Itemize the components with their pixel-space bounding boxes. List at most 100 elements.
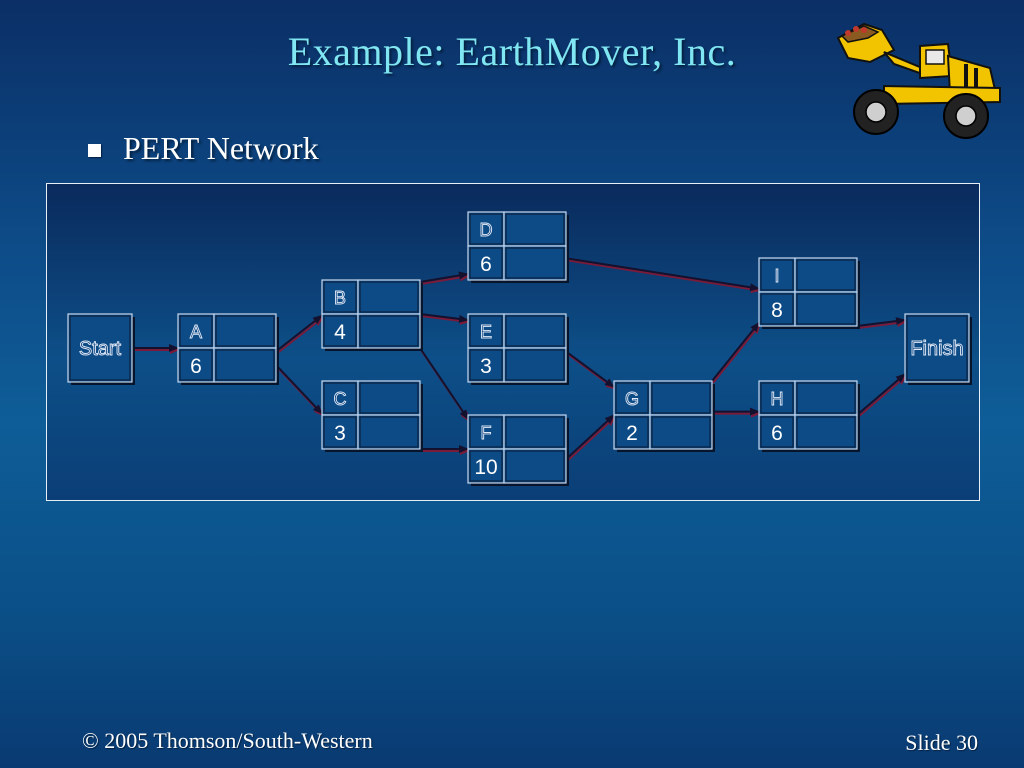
activity-f-bottom-right-cell-inner (505, 450, 565, 482)
activity-g-top-right-cell (649, 380, 713, 416)
edge-h-finish (856, 373, 906, 416)
edge-e-g (565, 350, 615, 388)
activity-g-label: G (625, 389, 639, 409)
activity-e-bottom-right-cell (503, 347, 567, 383)
activity-g-duration: 2 (626, 422, 638, 445)
node-start-label: Start (79, 338, 122, 360)
activity-f-top-right-cell (503, 414, 567, 450)
edge-f-g-shadow (566, 416, 616, 462)
activity-g-label-cell-inner (615, 382, 649, 414)
activity-i-duration-cell (758, 291, 796, 327)
activity-b-bottom-right-cell-inner (359, 315, 419, 347)
activity-node-i: I8 (758, 257, 860, 329)
activity-b-top-right-cell (357, 279, 421, 315)
bullet-item: PERT Network (88, 130, 319, 167)
activity-d-label: D (480, 220, 493, 240)
activity-h-duration: 6 (771, 422, 783, 445)
bulldozer-icon (836, 22, 1001, 139)
activity-node-b: B4 (321, 279, 423, 351)
activity-g-bottom-right-cell (649, 414, 713, 450)
edge-e-g-shadow (566, 352, 616, 390)
activity-node-f: F 10 (467, 414, 569, 486)
activity-a-top-right-cell-inner (215, 315, 275, 347)
activity-i-duration-cell-inner (760, 293, 794, 325)
activity-h-top-right-cell (794, 380, 858, 416)
activity-i-duration: 8 (771, 299, 783, 322)
edge-a-b-shadow (276, 316, 324, 355)
activity-d-top-right-cell (503, 211, 567, 247)
footer-copyright: © 2005 Thomson/South-Western (82, 728, 373, 753)
edge-b-d (419, 271, 469, 283)
activity-e-duration-cell-inner (469, 349, 503, 381)
node-finish-box (904, 313, 970, 383)
activity-c-top-right-cell (357, 380, 421, 416)
edge-g-i (711, 321, 760, 382)
activity-b-bottom-right-cell (357, 313, 421, 349)
edge-f-g (565, 414, 615, 460)
activity-c-bottom-right-cell-inner (359, 416, 419, 448)
activity-d-duration-cell (467, 245, 505, 281)
activity-h-top-right-cell-inner (796, 382, 856, 414)
activity-h-bottom-right-cell (794, 414, 858, 450)
activity-d-duration-cell-inner (469, 247, 503, 279)
activity-d-duration: 6 (480, 253, 492, 276)
edge-b-e (419, 313, 469, 323)
footer-slide-number: Slide 30 (905, 730, 978, 755)
activity-e-top-right-cell (503, 313, 567, 349)
activity-h-label-cell-inner (760, 382, 794, 414)
node-start-box-inner (69, 315, 131, 381)
activity-a-label-cell-inner (179, 315, 213, 347)
activity-g-top-right-cell-inner (651, 382, 711, 414)
activity-i-bottom-right-cell-inner (796, 293, 856, 325)
activity-f-duration-cell (467, 448, 505, 484)
activity-i-label-cell (758, 257, 796, 293)
activity-node-d: D6 (467, 211, 569, 283)
activity-node-h: H6 (758, 380, 860, 452)
activity-d-top-right-cell-inner (505, 213, 565, 245)
activity-f-label: F (481, 423, 492, 443)
node-start-box (67, 313, 133, 383)
activity-c-label: C (334, 389, 347, 409)
activity-b-top-right-cell-inner (359, 281, 419, 313)
node-finish-label: Finish (910, 338, 963, 360)
activity-i-label-cell-inner (760, 259, 794, 291)
edge-b-f (419, 347, 469, 420)
node-finish-box-inner (906, 315, 968, 381)
activity-a-bottom-right-cell-inner (215, 349, 275, 381)
activity-e-duration-cell (467, 347, 505, 383)
activity-node-c: C3 (321, 380, 423, 452)
node-finish: Finish (904, 313, 972, 385)
square-bullet-icon (88, 144, 101, 157)
activity-g-bottom-right-cell-inner (651, 416, 711, 448)
activity-g-duration-cell-inner (615, 416, 649, 448)
edge-d-i-shadow (566, 259, 761, 294)
activity-i-top-right-cell-inner (796, 259, 856, 291)
activity-c-duration-cell (321, 414, 359, 450)
activity-c-bottom-right-cell (357, 414, 421, 450)
activity-a-duration-cell (177, 347, 215, 383)
activity-node-g: G2 (613, 380, 715, 452)
activity-h-label: H (771, 389, 784, 409)
activity-c-duration-cell-inner (323, 416, 357, 448)
edge-d-i (565, 257, 760, 292)
activity-c-label-cell-inner (323, 382, 357, 414)
activity-i-bottom-right-cell (794, 291, 858, 327)
activity-node-a: A6 (177, 313, 279, 385)
edge-a-b (275, 314, 323, 353)
activity-f-duration: 10 (474, 456, 497, 479)
activity-c-duration: 3 (334, 422, 346, 445)
activity-f-top-right-cell-inner (505, 416, 565, 448)
activity-i-label: I (774, 266, 779, 286)
activity-f-bottom-right-cell (503, 448, 567, 484)
activity-d-bottom-right-cell-inner (505, 247, 565, 279)
activity-node-e: E3 (467, 313, 569, 385)
activity-h-label-cell (758, 380, 796, 416)
activity-a-duration-cell-inner (179, 349, 213, 381)
activity-e-bottom-right-cell-inner (505, 349, 565, 381)
activity-a-bottom-right-cell (213, 347, 277, 383)
activity-b-duration: 4 (334, 321, 346, 344)
activity-a-top-right-cell (213, 313, 277, 349)
activity-f-label-cell-inner (469, 416, 503, 448)
activity-c-top-right-cell-inner (359, 382, 419, 414)
